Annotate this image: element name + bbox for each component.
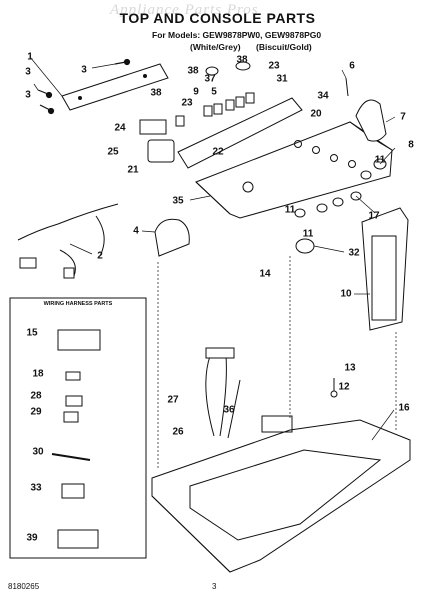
end-cap [355,99,387,142]
callout-17: 17 [368,210,380,222]
models-line: For Models: GEW9878PW0, GEW9878PG0 [152,30,322,40]
watermark: Appliance Parts Pros [110,2,259,18]
rear-panel [61,63,169,111]
callout-37: 37 [204,73,216,85]
document-number: 8180265 [8,582,40,591]
callout-5: 5 [211,86,217,98]
callout-2: 2 [97,250,103,262]
callout-18: 18 [32,368,44,380]
callout-21: 21 [127,164,139,176]
lint-screen [361,207,409,331]
callout-23: 23 [268,60,280,72]
callout-7: 7 [400,111,406,123]
callout-30: 30 [32,446,44,458]
callout-38: 38 [150,87,162,99]
callout-38: 38 [187,65,199,77]
callout-24: 24 [114,122,126,134]
wiring-box-title: WIRING HARNESS PARTS [43,301,113,307]
callout-3: 3 [81,64,87,76]
callout-31: 31 [276,73,288,85]
callout-23: 23 [181,97,193,109]
callout-25: 25 [107,146,119,158]
page-title: TOP AND CONSOLE PARTS [119,10,316,26]
screw-icon [37,58,131,115]
callout-15: 15 [26,327,38,339]
callout-36: 36 [223,404,235,416]
callout-1: 1 [27,51,33,63]
knob-icon [294,158,387,218]
callout-26: 26 [172,426,184,438]
callout-4: 4 [133,225,139,237]
callout-8: 8 [408,139,414,151]
callout-3: 3 [25,66,31,78]
page-number: 3 [212,582,217,591]
callout-12: 12 [338,381,350,393]
callout-34: 34 [317,90,329,102]
callout-16: 16 [398,402,410,414]
callout-3: 3 [25,89,31,101]
callout-13: 13 [344,362,356,374]
callout-27: 27 [167,394,179,406]
callout-33: 33 [30,482,42,494]
callout-32: 32 [348,247,360,259]
callout-39: 39 [26,532,38,544]
callout-38: 38 [236,54,248,66]
callout-11: 11 [302,228,314,240]
cabinet-top [151,419,411,573]
callout-6: 6 [349,60,355,72]
variant-white-grey: (White/Grey) [190,42,241,52]
callout-11: 11 [284,204,296,216]
callout-9: 9 [193,86,199,98]
callout-29: 29 [30,406,42,418]
callout-11: 11 [374,154,386,166]
variant-biscuit-gold: (Biscuit/Gold) [256,42,312,52]
callout-10: 10 [340,288,352,300]
callout-28: 28 [30,390,42,402]
console-backsplash [177,97,303,169]
callout-35: 35 [172,195,184,207]
callout-20: 20 [310,108,322,120]
callout-14: 14 [259,268,271,280]
callout-22: 22 [212,146,224,158]
